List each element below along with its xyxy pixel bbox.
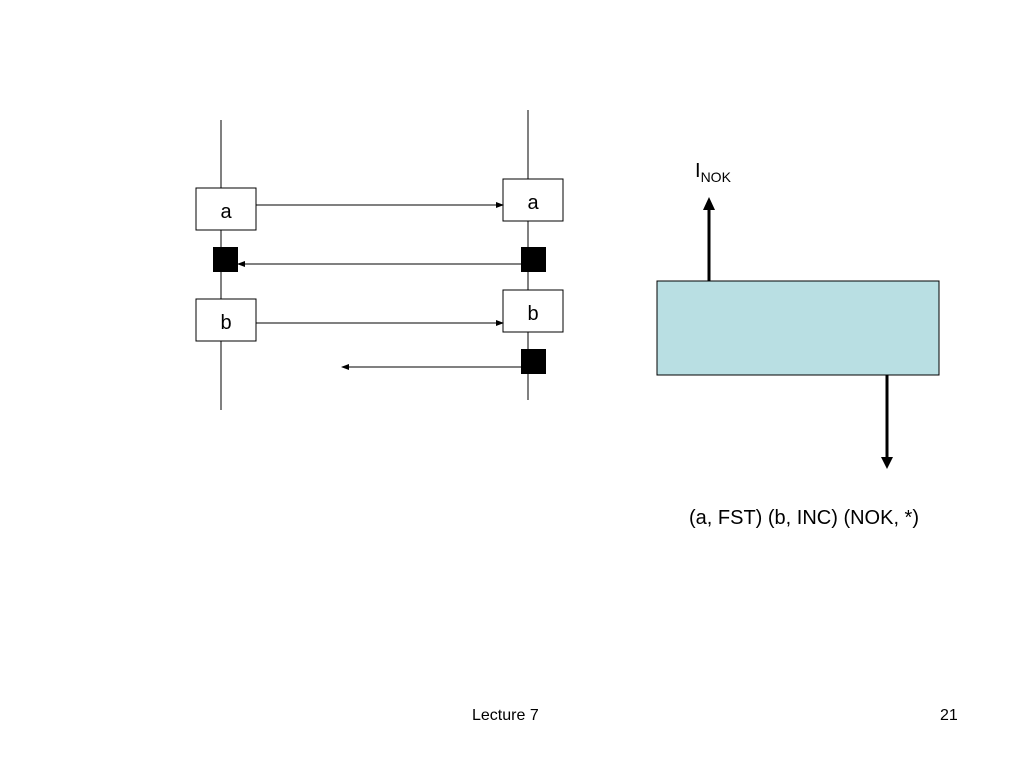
- left-box-a: a: [195, 187, 257, 231]
- page-number: 21: [940, 707, 958, 724]
- left-box-b: b: [195, 298, 257, 342]
- output-arrow-down: [881, 375, 893, 469]
- signal-label-subscript: NOK: [701, 169, 732, 185]
- output-arrow-up: [703, 197, 715, 281]
- left-marker-1: [213, 247, 238, 272]
- signal-label-main: I: [695, 160, 701, 182]
- left-box-a-label: a: [220, 201, 232, 223]
- footer-title: Lecture 7: [472, 707, 539, 724]
- right-box-a-label: a: [527, 192, 539, 214]
- right-marker-1: [521, 247, 546, 272]
- right-box-a: a: [502, 178, 564, 222]
- right-box-b-label: b: [527, 303, 538, 325]
- right-marker-2: [521, 349, 546, 374]
- left-box-b-label: b: [220, 312, 231, 334]
- right-box-b: b: [502, 289, 564, 333]
- process-block: [656, 280, 940, 376]
- signal-label: INOK: [695, 160, 732, 185]
- sequence-text: (a, FST) (b, INC) (NOK, *): [689, 507, 919, 529]
